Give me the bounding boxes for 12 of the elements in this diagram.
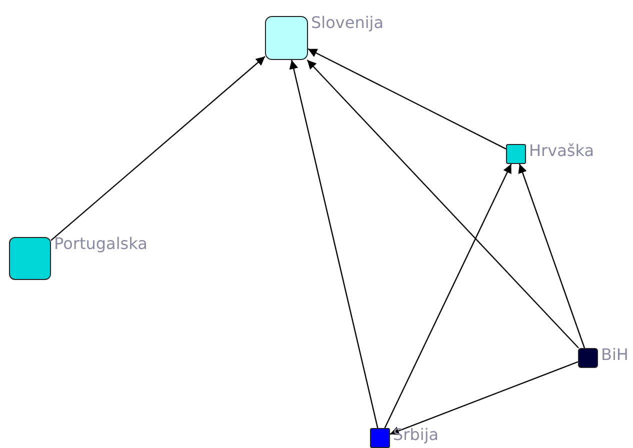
arrow [308, 48, 506, 150]
arrow [384, 164, 512, 428]
arrow [518, 164, 586, 348]
node-label: Slovenija [311, 13, 384, 33]
node-label: Portugalska [54, 234, 148, 254]
arrow [306, 60, 580, 348]
arrow [390, 361, 578, 436]
arrow [289, 60, 378, 428]
arrow [50, 56, 266, 241]
node-label: Hrvaška [529, 141, 594, 161]
node-label: Srbija [393, 425, 439, 445]
node-label: BiH [601, 345, 628, 365]
